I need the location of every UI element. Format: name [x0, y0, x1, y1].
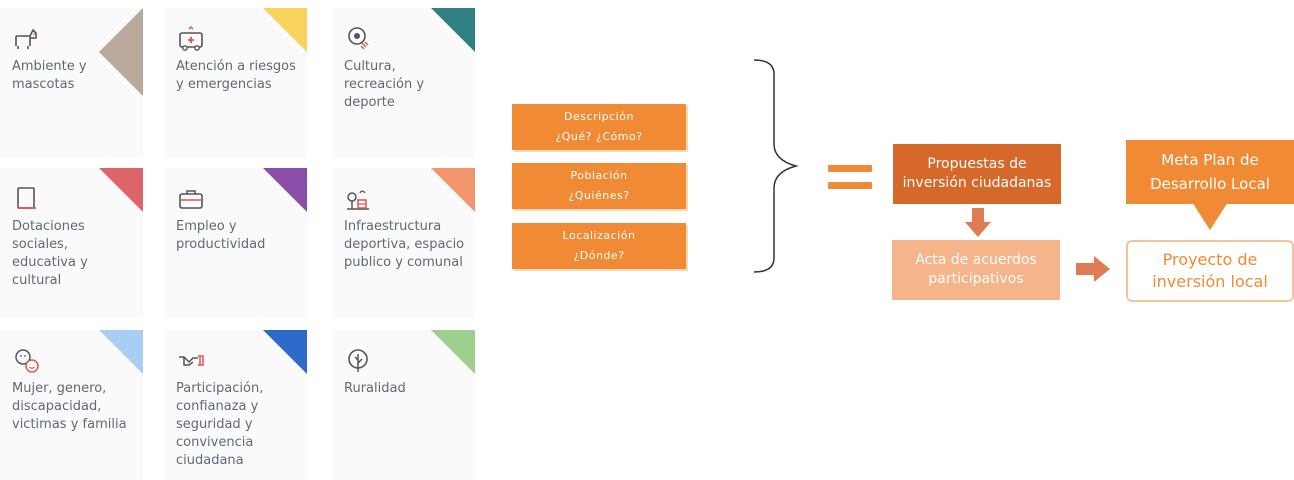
- criteria-title: Descripción: [564, 110, 634, 123]
- category-card-dotaciones: Dotaciones sociales, educativa y cultura…: [0, 168, 143, 318]
- category-label: Dotaciones sociales, educativa y cultura…: [12, 219, 88, 288]
- down-arrow: [965, 208, 991, 237]
- corner-triangle: [263, 168, 307, 212]
- category-card-infraestructura: Infraestructura deportiva, espacio publi…: [332, 168, 475, 318]
- people-icon: [15, 349, 39, 373]
- corner-triangle: [263, 330, 307, 374]
- category-label: Infraestructura deportiva, espacio publi…: [344, 219, 465, 270]
- criteria-title: Localización: [562, 229, 636, 242]
- category-label: Ambiente y mascotas: [12, 59, 87, 92]
- down-arrow: [1192, 202, 1228, 230]
- corner-triangle: [99, 330, 143, 374]
- right-arrow: [1076, 256, 1110, 282]
- criteria-title: Población: [570, 169, 628, 182]
- criteria-box-poblacion: Población ¿Quiénes?: [512, 163, 686, 209]
- category-card-mujer: Mujer, genero, discapacidad, victimas y …: [0, 330, 143, 480]
- category-label: Mujer, genero, discapacidad, victimas y …: [12, 381, 127, 432]
- category-card-cultura: Cultura, recreación y deporte: [332, 8, 475, 158]
- criteria-box-descripcion: Descripción ¿Qué? ¿Cómo?: [512, 104, 686, 150]
- corner-triangle: [263, 8, 307, 52]
- corner-triangle: [99, 168, 143, 212]
- category-card-riesgos: Atención a riesgos y emergencias: [164, 8, 307, 158]
- category-card-ambiente: Ambiente y mascotas: [0, 8, 143, 158]
- book-icon: [17, 187, 36, 209]
- proposals-label: Propuestas de inversión ciudadanas: [902, 156, 1052, 191]
- handshake-icon: [179, 355, 204, 366]
- park-icon: [347, 190, 369, 210]
- tree-icon: [348, 349, 368, 372]
- soccer-ball-icon: [348, 27, 369, 50]
- category-label: Participación, confianaza y seguridad y …: [176, 381, 264, 468]
- category-grid: Ambiente y mascotas Atención a riesgos y…: [0, 0, 480, 480]
- category-label: Ruralidad: [344, 381, 406, 396]
- category-label: Atención a riesgos y emergencias: [176, 59, 296, 92]
- ambulance-icon: [179, 26, 203, 51]
- category-card-ruralidad: Ruralidad: [332, 330, 475, 480]
- agreements-box: Acta de acuerdos participativos: [892, 240, 1060, 300]
- corner-triangle: [431, 8, 475, 52]
- criteria-box-localizacion: Localización ¿Dónde?: [512, 223, 686, 269]
- meta-plan-label: Meta Plan de Desarrollo Local: [1150, 151, 1270, 193]
- proposals-box: Propuestas de inversión ciudadanas: [893, 144, 1061, 204]
- corner-triangle: [99, 8, 143, 96]
- criteria-question: ¿Quiénes?: [568, 189, 630, 202]
- meta-plan-box: Meta Plan de Desarrollo Local: [1126, 140, 1294, 204]
- project-box: Proyecto de inversión local: [1126, 240, 1294, 302]
- criteria-question: ¿Dónde?: [573, 249, 625, 262]
- category-label: Cultura, recreación y deporte: [344, 59, 425, 110]
- category-card-participacion: Participación, confianaza y seguridad y …: [164, 330, 307, 480]
- category-label: Empleo y productividad: [176, 219, 266, 252]
- category-card-empleo: Empleo y productividad: [164, 168, 307, 318]
- corner-triangle: [431, 330, 475, 374]
- equals-sign: [828, 165, 872, 199]
- briefcase-icon: [179, 190, 203, 209]
- project-label: Proyecto de inversión local: [1152, 250, 1268, 291]
- right-brace: [753, 59, 799, 273]
- criteria-question: ¿Qué? ¿Cómo?: [555, 130, 643, 143]
- pet-icon: [15, 28, 37, 49]
- agreements-label: Acta de acuerdos participativos: [915, 252, 1037, 287]
- corner-triangle: [431, 168, 475, 212]
